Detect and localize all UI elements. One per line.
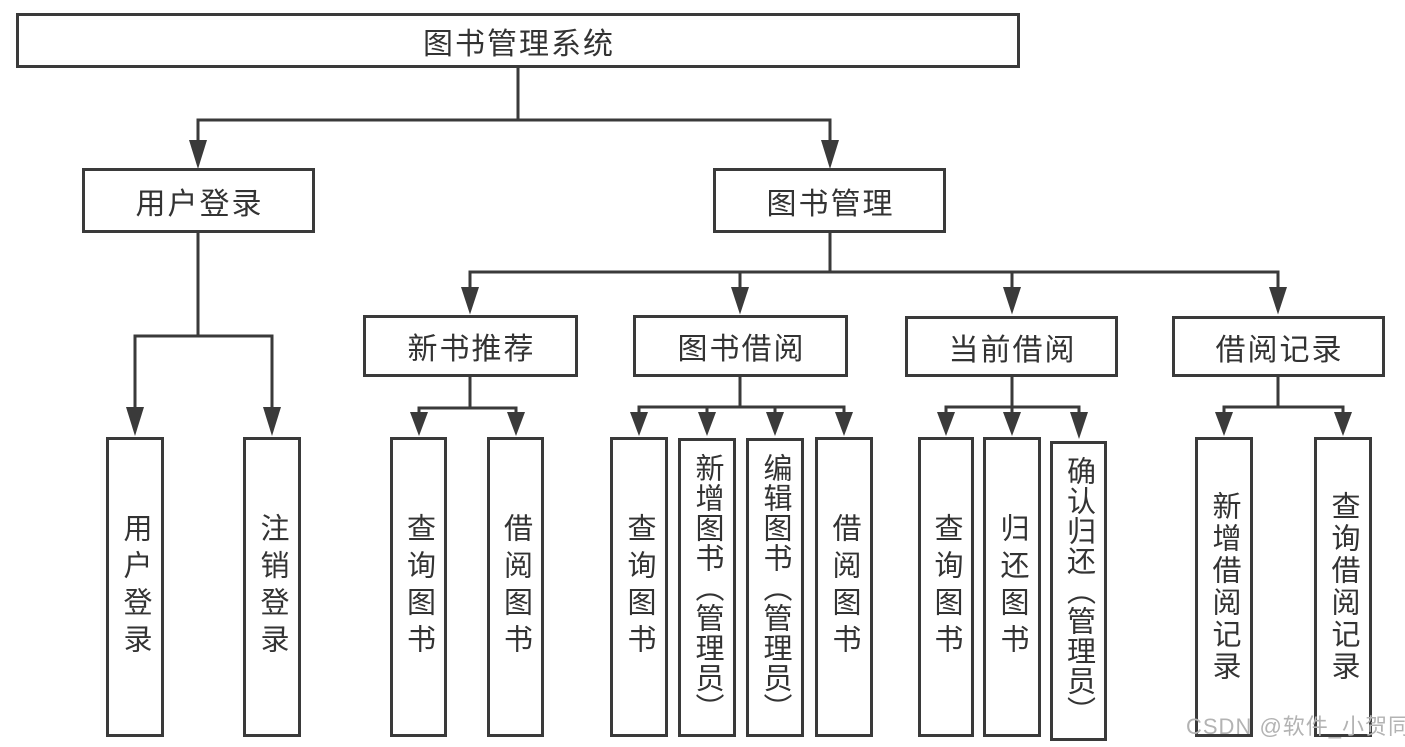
node-user-login-branch: 用户登录 xyxy=(82,168,315,233)
leaf-add-borrow-record: 新增借阅记录 xyxy=(1195,437,1253,737)
leaf-return-books: 归还图书 xyxy=(983,437,1041,737)
leaf-query-borrow-record: 查询借阅记录 xyxy=(1314,437,1372,737)
watermark: CSDN @软件_小贺同学 xyxy=(1186,714,1405,739)
node-borrowing-records: 借阅记录 xyxy=(1172,316,1385,377)
leaf-borrow-books-recommendation: 借阅图书 xyxy=(487,437,544,737)
leaf-query-books-borrowing: 查询图书 xyxy=(610,437,668,737)
leaf-user-login: 用户登录 xyxy=(106,437,164,737)
connector-current-borrowing-leaves xyxy=(937,377,1088,439)
connector-user-login-leaves xyxy=(126,233,281,436)
connector-book-management-to-level3 xyxy=(461,233,1287,315)
leaf-edit-book-admin: 编辑图书（管理员） xyxy=(746,438,804,737)
leaf-query-books-current: 查询图书 xyxy=(918,437,974,737)
connector-new-book-recommendation-leaves xyxy=(410,377,525,436)
leaf-query-books-recommendation: 查询图书 xyxy=(390,437,447,737)
node-book-management: 图书管理 xyxy=(713,168,946,233)
node-new-book-recommendation: 新书推荐 xyxy=(363,315,578,377)
leaf-logout: 注销登录 xyxy=(243,437,301,737)
node-current-borrowing: 当前借阅 xyxy=(905,316,1118,377)
node-library-management-system: 图书管理系统 xyxy=(16,13,1020,68)
leaf-borrow-books-borrowing: 借阅图书 xyxy=(815,437,873,737)
connector-book-borrowing-leaves xyxy=(630,377,853,436)
connector-borrowing-records-leaves xyxy=(1215,377,1352,436)
leaf-confirm-return-admin: 确认归还（管理员） xyxy=(1050,441,1107,741)
leaf-add-book-admin: 新增图书（管理员） xyxy=(678,438,736,737)
connector-root-to-level2 xyxy=(189,68,839,169)
node-book-borrowing: 图书借阅 xyxy=(633,315,848,377)
